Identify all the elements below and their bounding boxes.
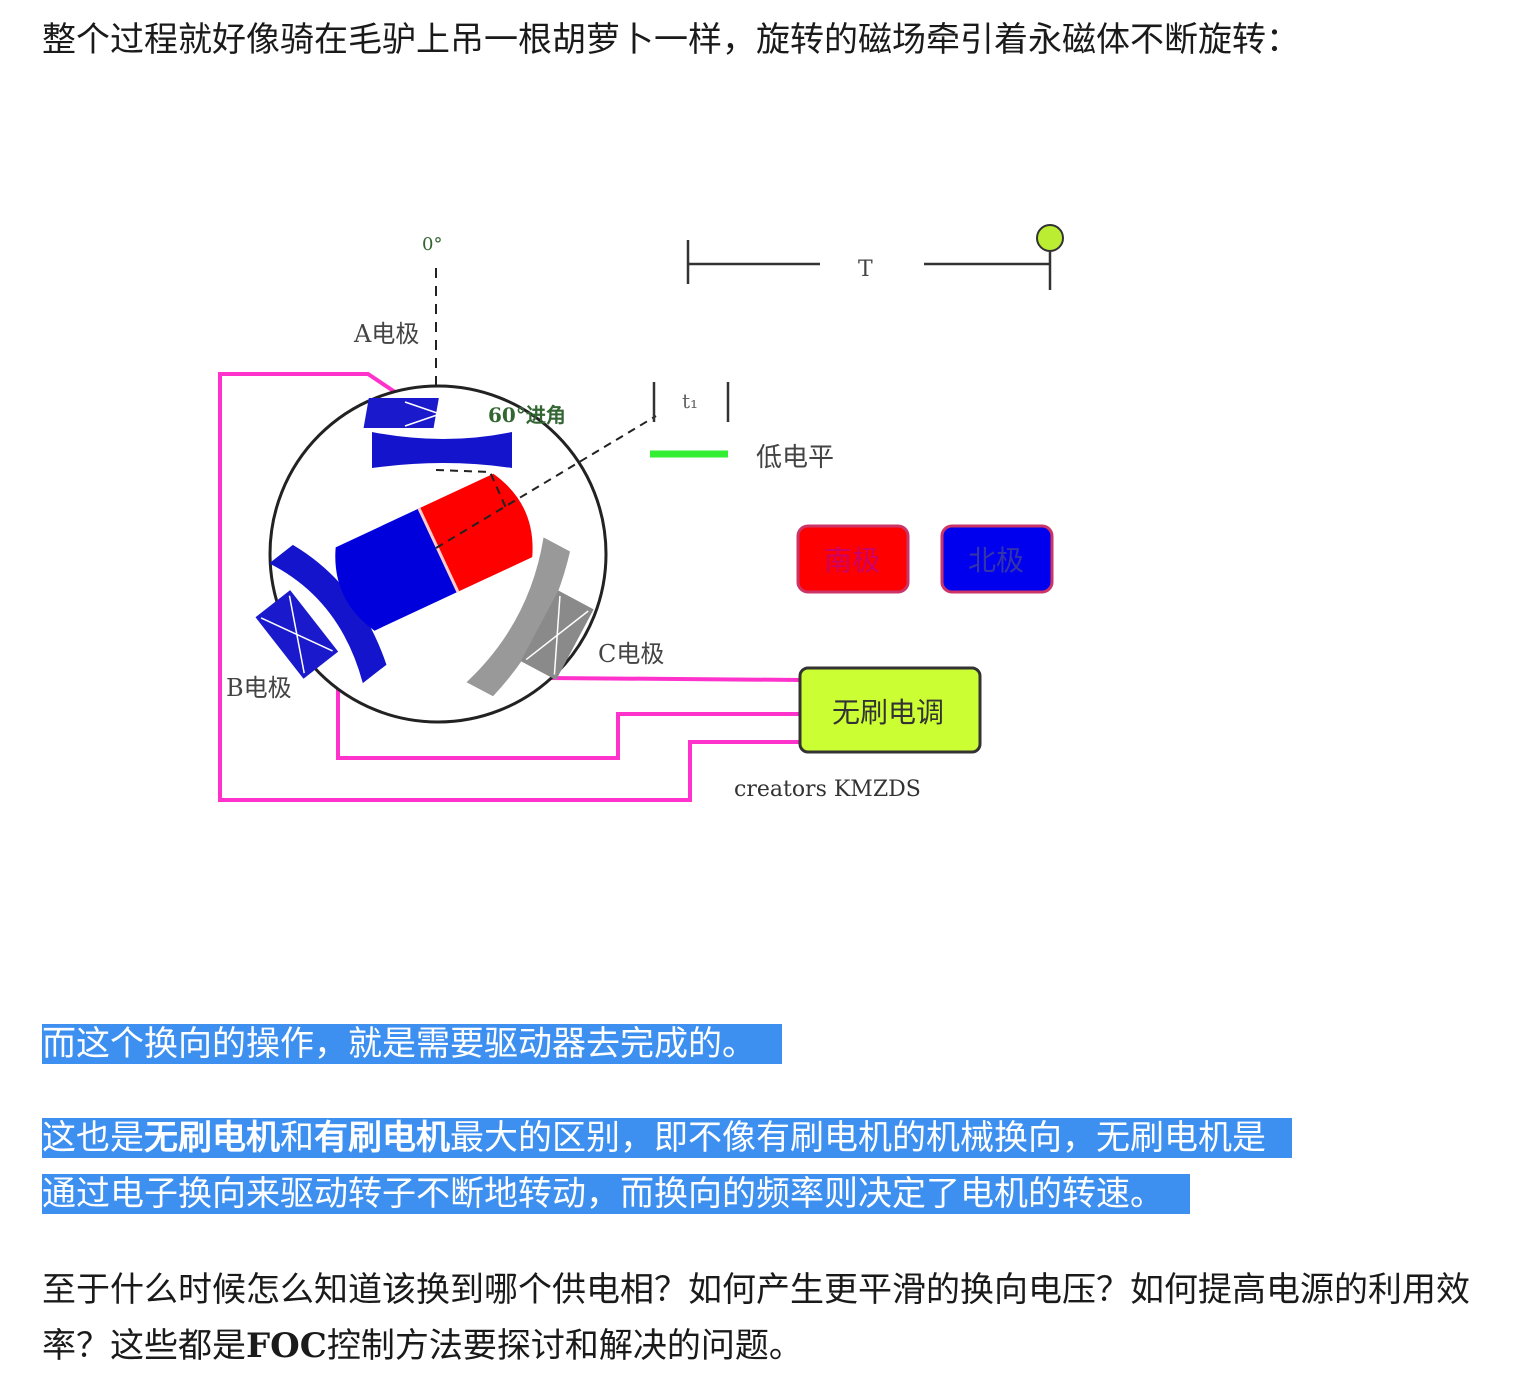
low-level-label: 低电平: [756, 443, 834, 473]
difference-paragraph: 这也是无刷电机和有刷电机最大的区别，即不像有刷电机的机械换向，无刷电机是通过电子…: [42, 1110, 1292, 1222]
legend-south-label: 南极: [824, 544, 880, 577]
c-pole-label: C电极: [598, 640, 664, 668]
period-bar: [686, 240, 1052, 290]
rotor-north-half: [335, 508, 458, 631]
stator-b-arc: [269, 544, 387, 684]
indicator-bulb: [1036, 224, 1064, 252]
legend-south-box: [796, 524, 910, 594]
stator-a-arc: [372, 432, 512, 468]
wire-b: [336, 684, 802, 760]
wire-c: [547, 676, 803, 682]
text-span: 控制方法要探讨和解决的问题。: [326, 1326, 803, 1366]
legend-north-box: [940, 524, 1054, 594]
selected-text-2-line2: 通过电子换向来驱动转子不断地转动，而换向的频率则决定了电机的转速。: [42, 1174, 1190, 1214]
intro-paragraph: 整个过程就好像骑在毛驴上吊一根胡萝卜一样，旋转的磁场牵引着永磁体不断旋转：: [42, 20, 1300, 60]
coil-c: [466, 537, 594, 697]
esc-label: 无刷电调: [832, 696, 944, 729]
text-span: 这也是: [42, 1118, 144, 1158]
zero-degree-label: 0°: [422, 234, 442, 255]
selected-text-2-line1: 这也是无刷电机和有刷电机最大的区别，即不像有刷电机的机械换向，无刷电机是: [42, 1118, 1292, 1158]
t1-label: t₁: [682, 389, 698, 413]
a-pole-label: A电极: [353, 320, 419, 348]
esc-box: [798, 666, 982, 754]
b-pole-label: B电极: [226, 674, 292, 702]
text-span: 最大的区别，即不像有刷电机的机械换向，无刷电机是: [450, 1118, 1266, 1158]
bldc-commutation-diagram: 0° A电极 60°进角 B电极 C电极: [218, 224, 1064, 802]
bold-foc: FOC: [246, 1326, 327, 1366]
coil-b: [255, 544, 387, 684]
text-span: 至于什么时候怎么知道该换到哪个供电相？如何产生更平滑的换向电压？如何提高电源的利…: [42, 1270, 1470, 1366]
commutation-paragraph: 而这个换向的操作，就是需要驱动器去完成的。: [42, 1016, 782, 1072]
wiring: [218, 372, 803, 802]
period-label: T: [858, 257, 873, 282]
advance-angle-lines: [435, 415, 657, 549]
bold-brushed: 有刷电机: [314, 1118, 450, 1158]
legend-north-label: 北极: [968, 544, 1024, 577]
credit-label: creators KMZDS: [734, 777, 921, 802]
wire-a: [218, 372, 802, 802]
t1-bracket: [652, 382, 730, 422]
foc-paragraph: 至于什么时候怎么知道该换到哪个供电相？如何产生更平滑的换向电压？如何提高电源的利…: [42, 1262, 1482, 1374]
advance-angle-label: 60°进角: [488, 403, 566, 427]
selected-text-1: 而这个换向的操作，就是需要驱动器去完成的。: [42, 1024, 782, 1064]
coil-a: [363, 398, 512, 468]
stator-c-arc: [466, 537, 571, 697]
text-span: 和: [280, 1118, 314, 1158]
bold-brushless: 无刷电机: [144, 1118, 280, 1158]
